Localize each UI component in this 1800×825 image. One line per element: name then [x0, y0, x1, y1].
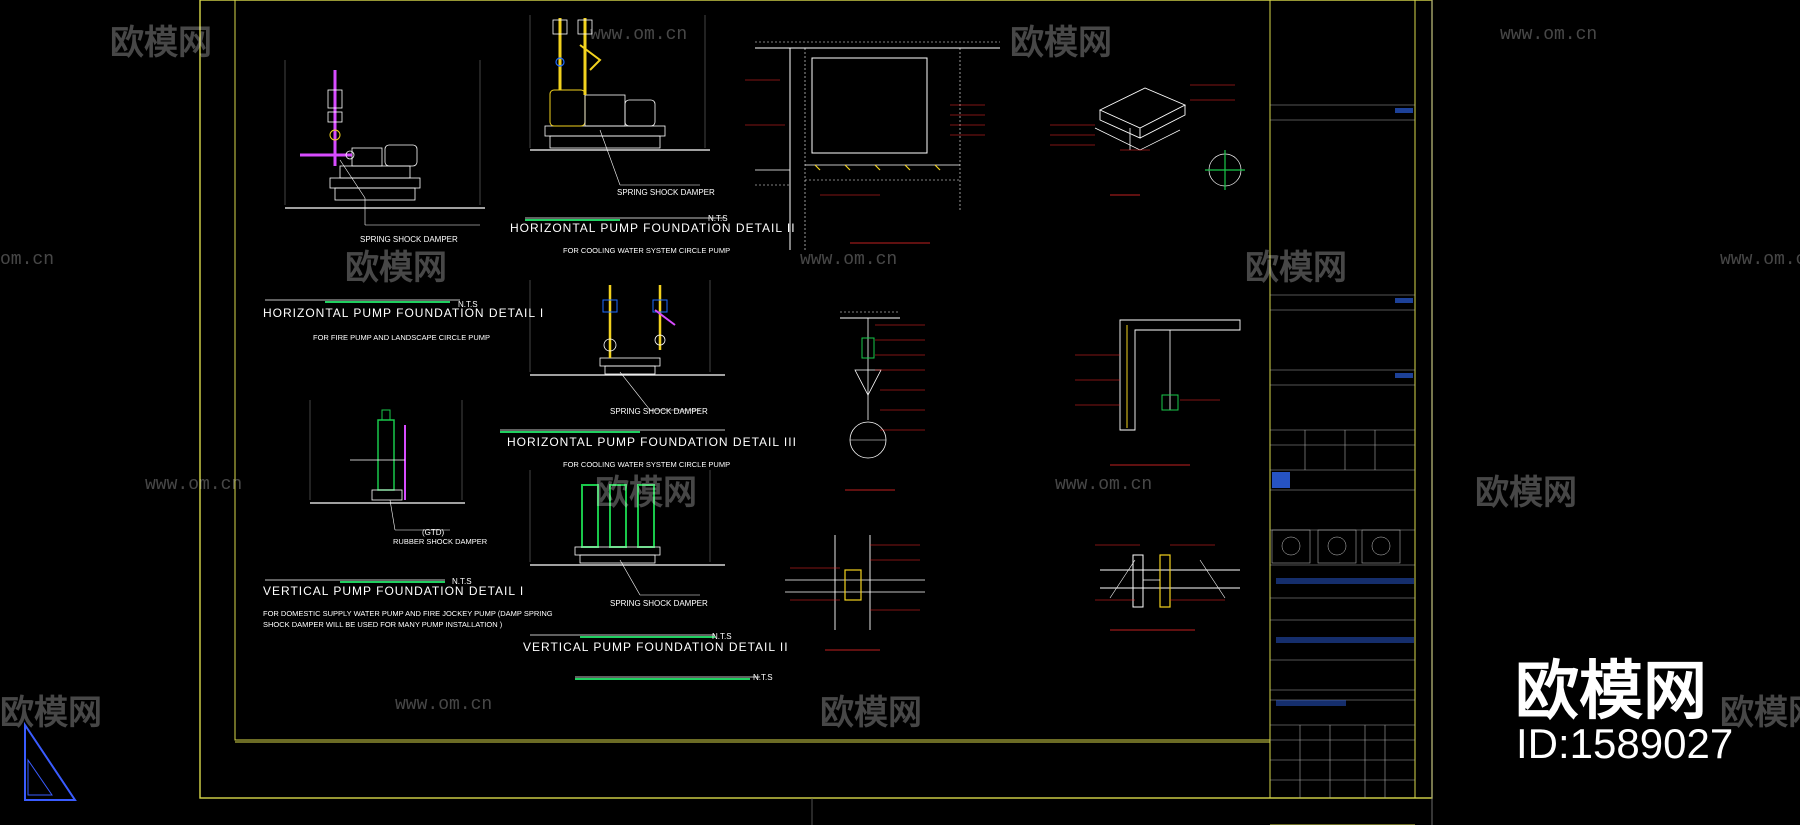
- v1-scale: N.T.S: [452, 577, 472, 586]
- v1-damper-cn: (GTD): [422, 528, 445, 537]
- brand-badge-logo: 欧模网: [1515, 655, 1707, 729]
- horizontal-pump-detail-1: [265, 60, 485, 303]
- h1-scale: N.T.S: [458, 300, 478, 309]
- misc-scale: N.T.S: [753, 673, 773, 682]
- v1-note-1: FOR DOMESTIC SUPPLY WATER PUMP AND FIRE …: [263, 609, 553, 618]
- h1-title: HORIZONTAL PUMP FOUNDATION DETAIL I: [263, 306, 545, 320]
- watermark-url: www.om.cn: [590, 25, 688, 45]
- h2-title: HORIZONTAL PUMP FOUNDATION DETAIL II: [510, 221, 796, 235]
- watermark-url: www.om.cn: [1720, 250, 1800, 270]
- corner-logo-mark: [24, 721, 77, 801]
- watermark-url: www.om.cn: [145, 475, 243, 495]
- v1-note-2: SHOCK DAMPER WILL BE USED FOR MANY PUMP …: [263, 620, 503, 629]
- v1-title: VERTICAL PUMP FOUNDATION DETAIL I: [263, 584, 525, 598]
- watermark-url: www.om.cn: [395, 695, 493, 715]
- spring-mount-iso-detail: [1050, 84, 1245, 196]
- wall-penetration-detail: [1095, 544, 1240, 631]
- sheet-frame: [199, 0, 1433, 825]
- pipe-hanger-detail: [840, 311, 925, 491]
- h3-title: HORIZONTAL PUMP FOUNDATION DETAIL III: [507, 435, 797, 449]
- horizontal-pump-detail-2: [525, 15, 725, 221]
- watermark-brand: 欧模网: [820, 693, 922, 733]
- watermark-url: www.om.cn: [1500, 25, 1598, 45]
- watermark-brand: 欧模网: [0, 693, 102, 733]
- wall-section-detail: [745, 41, 1000, 250]
- vertical-pump-detail-2: [529, 470, 760, 680]
- watermark-brand: 欧模网: [1475, 473, 1577, 513]
- watermark-brand: 欧模网: [1010, 23, 1112, 63]
- watermark-brand: 欧模网: [110, 23, 212, 63]
- brand-badge-id: ID:1589027: [1516, 720, 1734, 767]
- h3-damper-label: SPRING SHOCK DAMPER: [610, 407, 708, 416]
- wall-corner-detail: [1075, 319, 1241, 466]
- floor-sleeve-detail: [785, 535, 925, 651]
- v1-damper-label: RUBBER SHOCK DAMPER: [393, 537, 488, 546]
- watermark-brand: 欧模网: [345, 248, 447, 288]
- v2-scale: N.T.S: [712, 632, 732, 641]
- v2-title: VERTICAL PUMP FOUNDATION DETAIL II: [523, 640, 789, 654]
- watermark-brand: 欧模网: [1245, 248, 1347, 288]
- h1-damper-label: SPRING SHOCK DAMPER: [360, 235, 458, 244]
- watermark-url: om.cn: [0, 250, 55, 270]
- watermark-url: www.om.cn: [1055, 475, 1153, 495]
- h2-damper-label: SPRING SHOCK DAMPER: [617, 188, 715, 197]
- watermark-url: www.om.cn: [800, 250, 898, 270]
- h3-note: FOR COOLING WATER SYSTEM CIRCLE PUMP: [563, 460, 731, 469]
- vertical-pump-detail-1: [265, 400, 465, 583]
- title-block: [1270, 104, 1415, 798]
- watermark-brand: 欧模网: [595, 473, 697, 513]
- watermark-brand: 欧模网: [1720, 693, 1800, 733]
- h1-note: FOR FIRE PUMP AND LANDSCAPE CIRCLE PUMP: [313, 333, 490, 342]
- h2-note: FOR COOLING WATER SYSTEM CIRCLE PUMP: [563, 246, 731, 255]
- v2-damper-label: SPRING SHOCK DAMPER: [610, 599, 708, 608]
- horizontal-pump-detail-3: [500, 280, 725, 433]
- h2-scale: N.T.S: [708, 214, 728, 223]
